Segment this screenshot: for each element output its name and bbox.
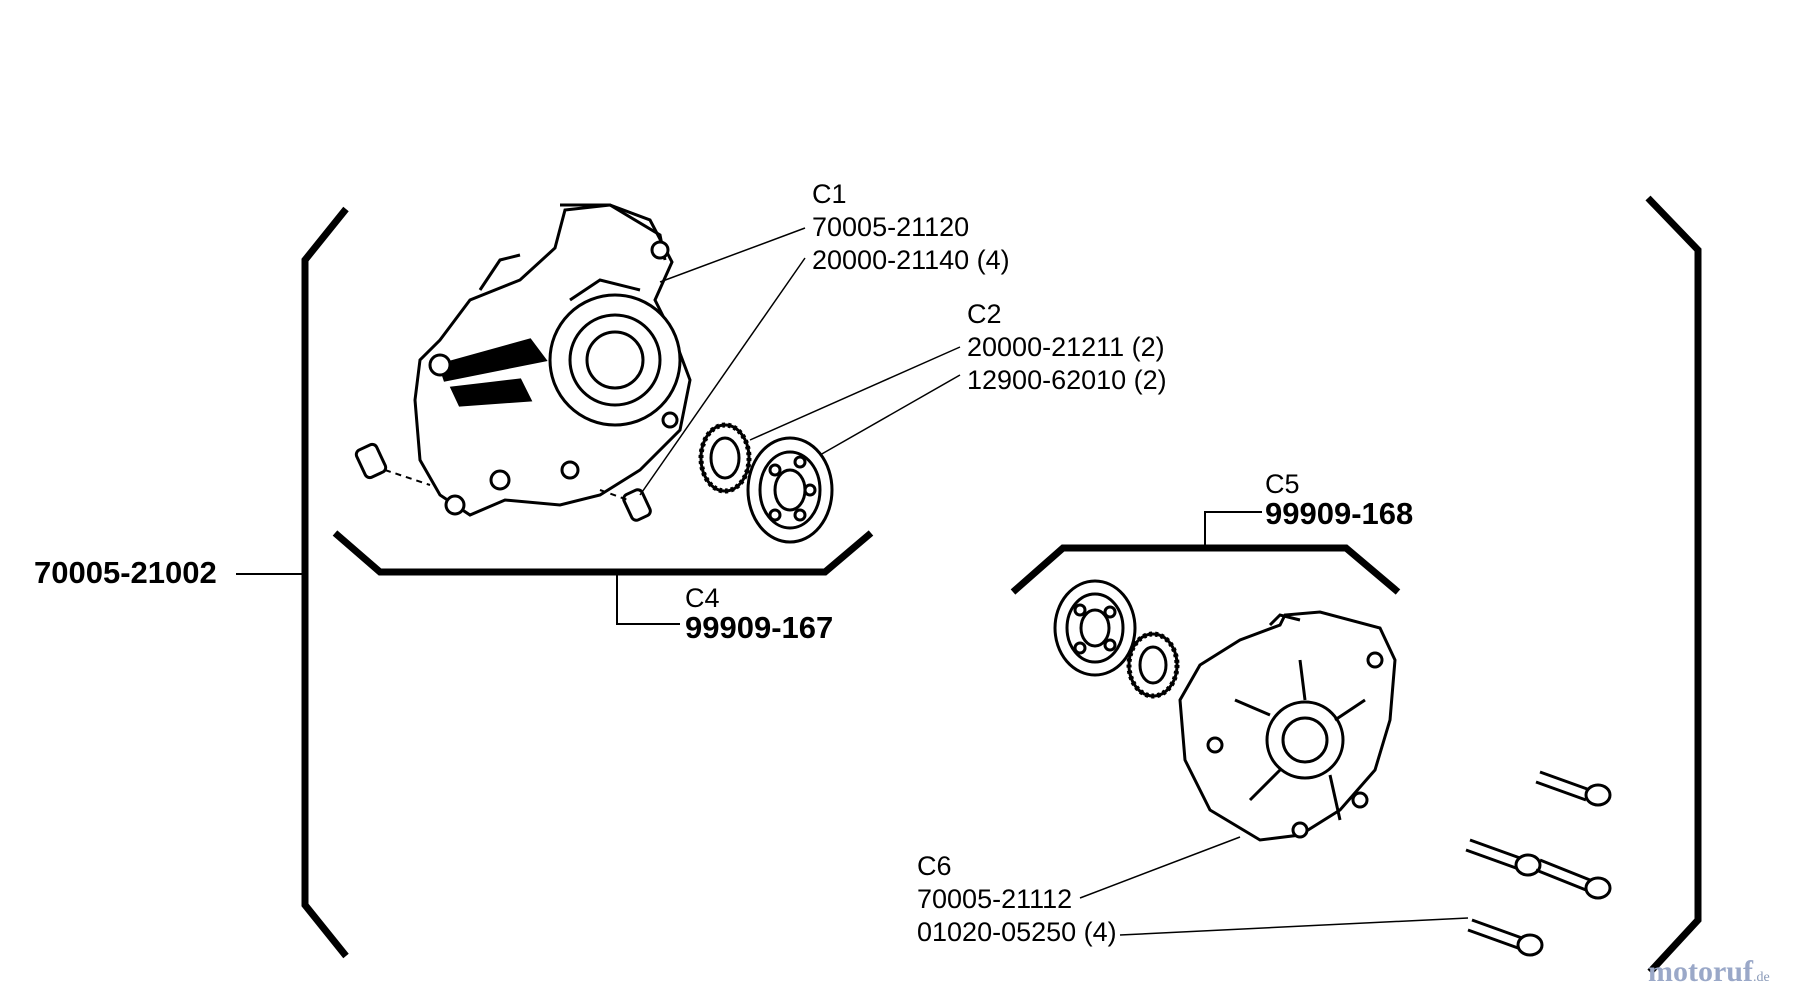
c5-kit-number: 99909-168 — [1265, 496, 1414, 531]
dowel-pins-drawing — [354, 442, 652, 522]
c5-bracket — [1010, 544, 1401, 595]
c1-ref: C1 — [812, 179, 847, 209]
c5-leader — [1204, 511, 1262, 546]
c1-leader-housing — [659, 227, 806, 283]
c6-leader-screw — [1119, 917, 1469, 936]
leader-lines — [639, 227, 1469, 936]
c2-part-2: 12900-62010 (2) — [967, 365, 1167, 395]
c6-part-1: 70005-21112 — [917, 884, 1073, 914]
c5-ref: C5 — [1265, 469, 1300, 499]
watermark-logo: motoruf.de — [1648, 955, 1770, 989]
c4-ref: C4 — [685, 583, 720, 613]
c1-leader-pin — [639, 257, 806, 496]
c1-part-2: 20000-21140 (4) — [812, 245, 1010, 275]
c2-part-1: 20000-21211 (2) — [967, 332, 1165, 362]
c4-bracket — [332, 530, 874, 576]
crankcase-half-right-drawing — [1178, 610, 1397, 842]
c2-leader-seal — [749, 346, 961, 441]
c2-ref: C2 — [967, 299, 1002, 329]
assembly-part-number: 70005-21002 — [34, 555, 217, 590]
c1-part-1: 70005-21120 — [812, 212, 970, 242]
watermark-suffix: .de — [1752, 970, 1770, 985]
screws-drawing — [1465, 770, 1612, 957]
c4-kit-number: 99909-167 — [685, 610, 834, 645]
c2-leader-bearing — [819, 374, 961, 456]
crankcase-half-left-drawing — [413, 203, 692, 517]
c6-part-2: 01020-05250 (4) — [917, 917, 1117, 947]
assembly-bracket-right — [1645, 195, 1702, 975]
c6-leader-housing — [1079, 836, 1241, 899]
assembly-bracket-left — [301, 206, 349, 959]
watermark-text: motoruf — [1648, 955, 1753, 988]
c4-leader — [616, 574, 680, 625]
c5-bearing-seal-drawing — [1053, 579, 1180, 699]
c2-seal-bearing-drawing — [698, 422, 834, 544]
c6-ref: C6 — [917, 851, 952, 881]
